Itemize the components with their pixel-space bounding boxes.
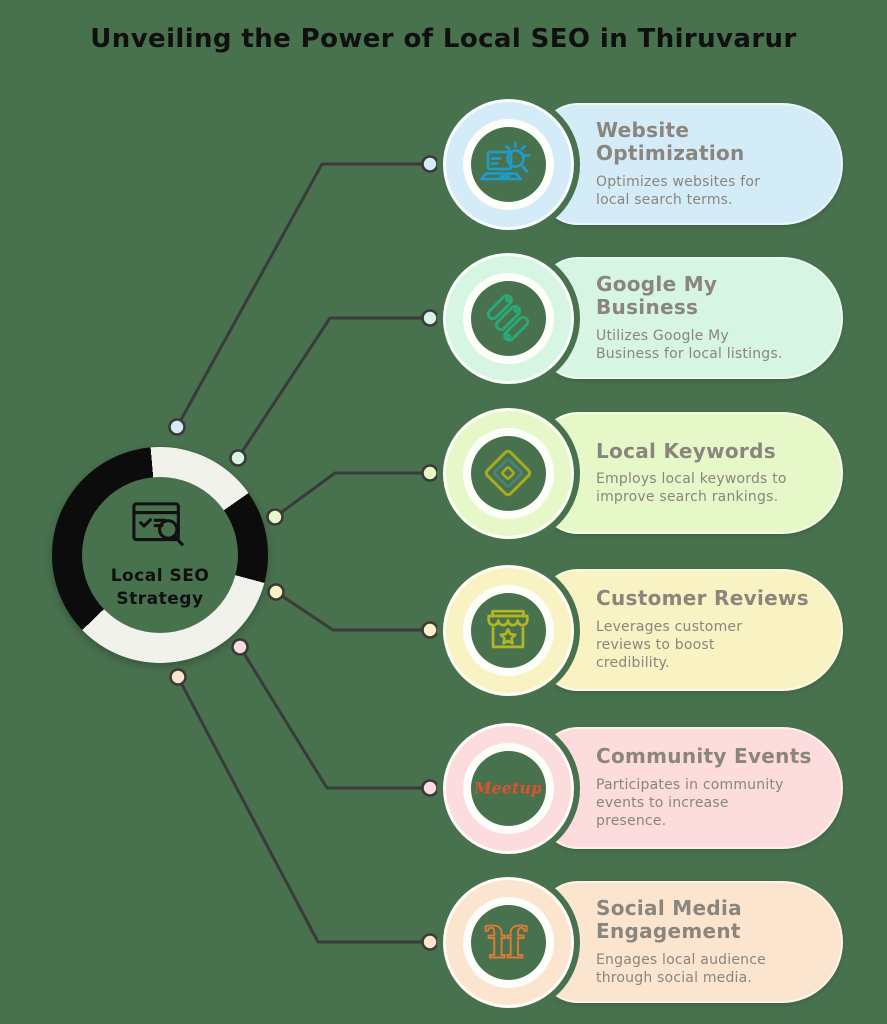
card-title: Community Events <box>596 744 812 769</box>
connector-line <box>236 316 430 459</box>
storefront-star-icon <box>470 592 546 668</box>
connector-node <box>266 508 284 526</box>
card-title: Google My Business <box>596 271 718 320</box>
icon-ring <box>462 272 554 364</box>
card-icon-circle <box>442 407 574 539</box>
card-description: Employs local keywords to improve search… <box>596 471 787 506</box>
connector-node <box>421 779 439 797</box>
connector-line <box>238 646 430 790</box>
hub-inner: Local SEO Strategy <box>82 477 238 633</box>
connector-node <box>421 155 439 173</box>
icon-ring: f f <box>462 896 554 988</box>
connector-node <box>421 309 439 327</box>
nested-diamonds-icon <box>470 435 546 511</box>
meetup-logo: Meetup <box>470 750 546 826</box>
card-icon-circle: f f <box>442 876 574 1008</box>
connector-node <box>168 418 186 436</box>
card-description: Leverages customer reviews to boost cred… <box>596 619 743 672</box>
svg-text:Meetup: Meetup <box>475 779 541 798</box>
icon-ring <box>462 118 554 210</box>
card-icon-circle <box>442 98 574 230</box>
connector-node <box>169 668 187 686</box>
hub-label: Local SEO Strategy <box>110 565 210 609</box>
laptop-search-icon <box>470 126 546 202</box>
connector-line <box>274 471 430 519</box>
connector-line <box>275 590 430 632</box>
connector-node <box>229 449 247 467</box>
card-title: Customer Reviews <box>596 586 809 611</box>
svg-text:f: f <box>485 918 506 968</box>
icon-ring: Meetup <box>462 742 554 834</box>
tune-bars-icon <box>470 280 546 356</box>
card-title: Social Media Engagement <box>596 895 742 944</box>
connector-node <box>421 933 439 951</box>
card-title: Website Optimization <box>596 117 745 166</box>
card-icon-circle <box>442 252 574 384</box>
card-description: Engages local audience through social me… <box>596 951 766 987</box>
icon-ring <box>462 584 554 676</box>
connector-line <box>176 676 430 944</box>
connector-node <box>231 638 249 656</box>
card-description: Optimizes websites for local search term… <box>596 173 761 209</box>
connector-node <box>421 621 439 639</box>
connector-line <box>175 162 430 428</box>
double-f-icon: f f <box>470 904 546 980</box>
card-description: Participates in community events to incr… <box>596 777 784 830</box>
browser-search-icon <box>129 500 191 560</box>
svg-text:f: f <box>506 918 527 968</box>
card-icon-circle <box>442 564 574 696</box>
page-title: Unveiling the Power of Local SEO in Thir… <box>90 24 797 54</box>
card-title: Local Keywords <box>596 438 776 463</box>
card-icon-circle: Meetup <box>442 722 574 854</box>
icon-ring <box>462 427 554 519</box>
connector-node <box>267 583 285 601</box>
hub-circle: Local SEO Strategy <box>52 447 268 663</box>
card-description: Utilizes Google My Business for local li… <box>596 327 783 363</box>
connector-node <box>421 464 439 482</box>
